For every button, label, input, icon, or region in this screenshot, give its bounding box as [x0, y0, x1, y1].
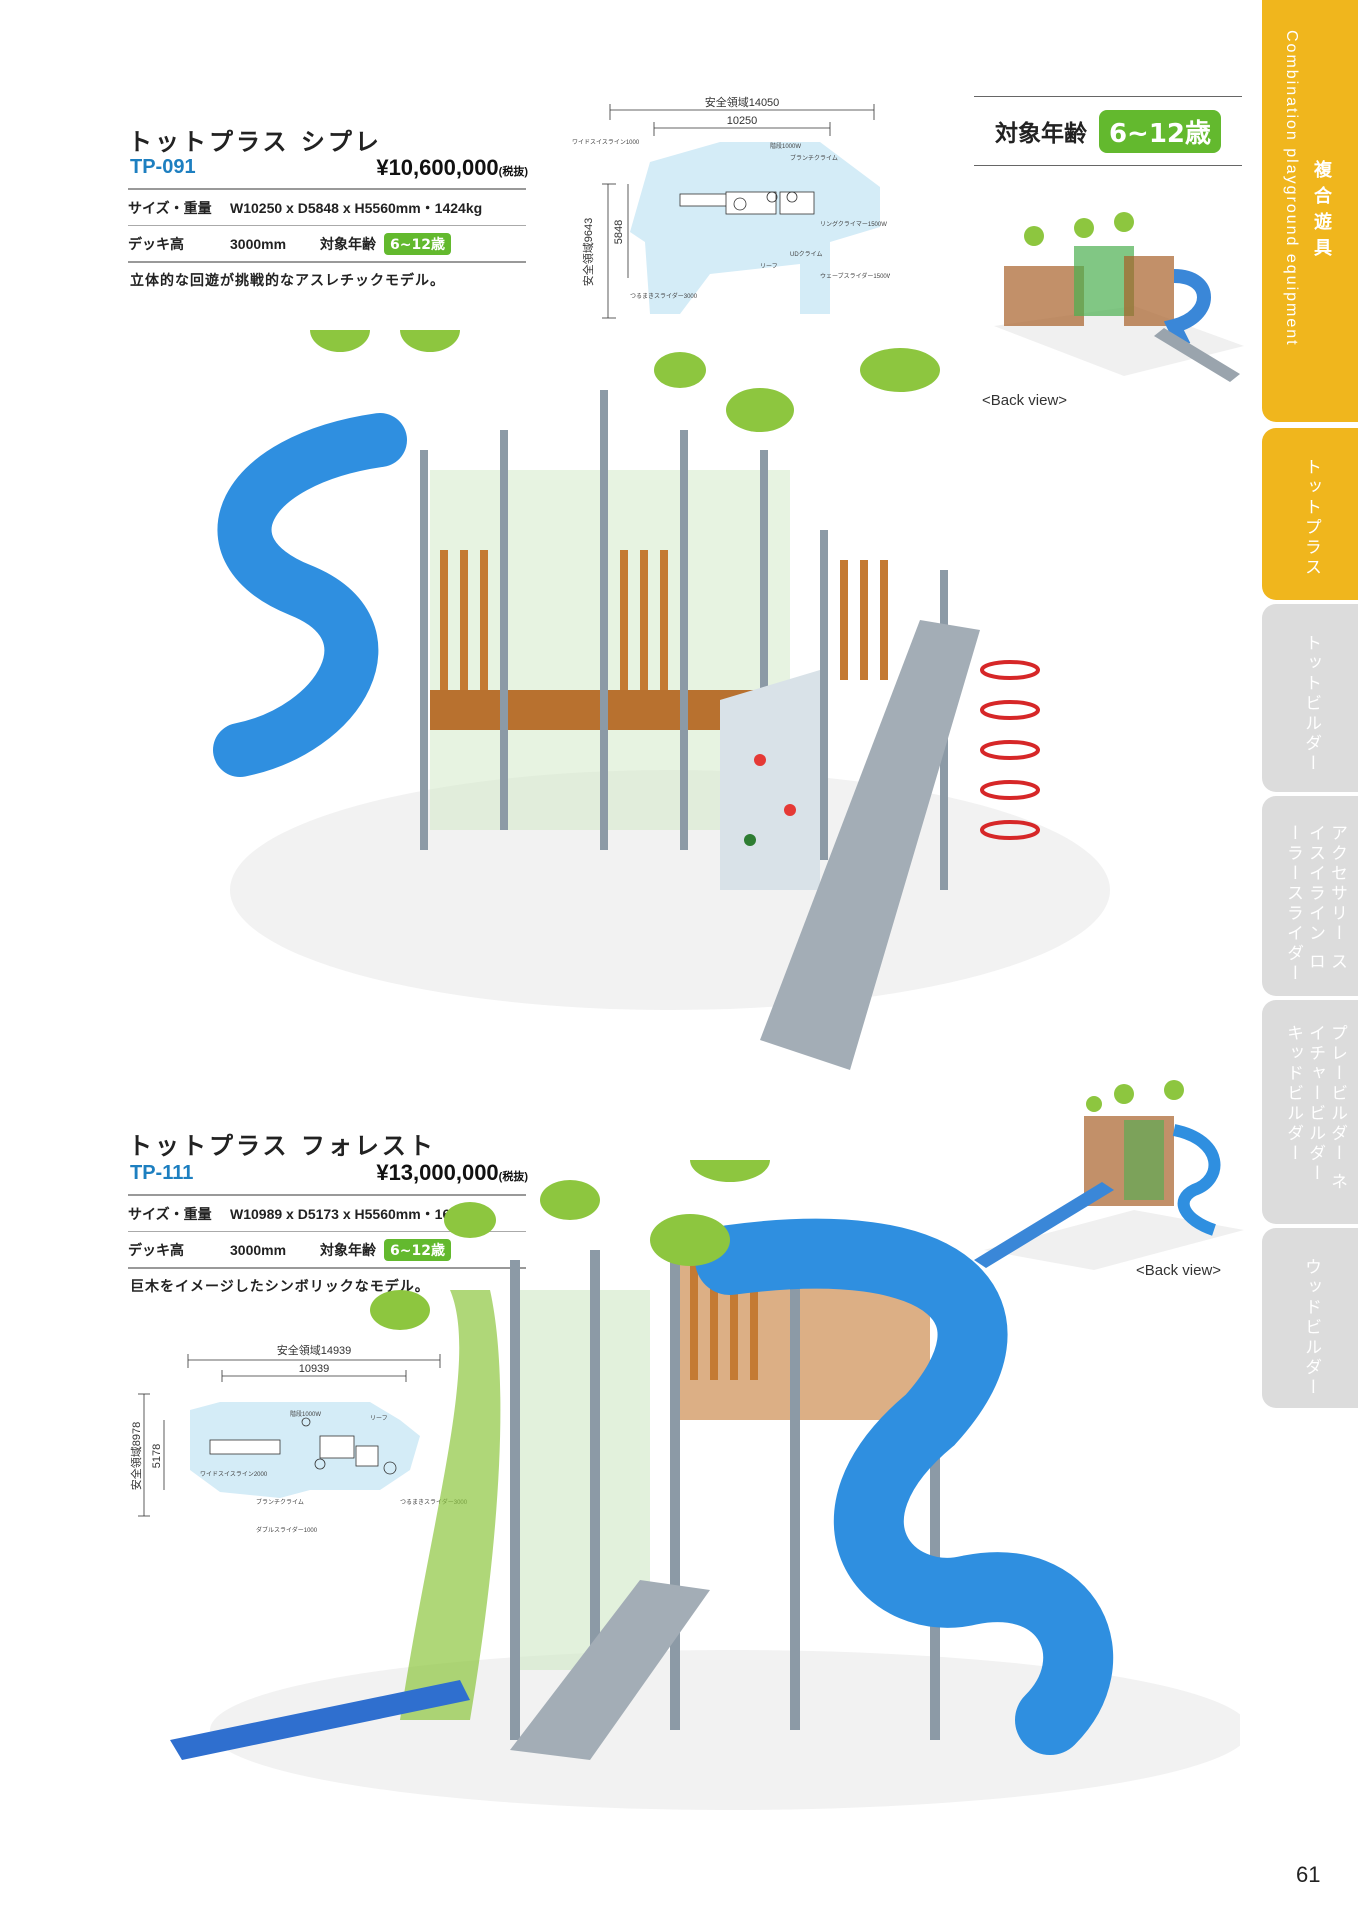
plan-outer-width: 安全領域14050 [705, 95, 780, 109]
age-badge: 6~12歳 [384, 1238, 451, 1261]
product-illustration [213, 330, 1110, 1070]
spec-row-deck: デッキ高 3000mm 対象年齢 6~12歳 [128, 1232, 526, 1269]
spec-label: 対象年齢 [320, 236, 376, 253]
tab-label: ウッドビルダー [1301, 1258, 1321, 1398]
product-illustration [170, 1160, 1240, 1810]
product-title: トットプラス フォレスト [128, 1132, 436, 1160]
product-description: 巨木をイメージしたシンボリックなモデル。 [130, 1279, 430, 1295]
tab-label: アクセサリー スイスイライン ローラースライダー [1283, 824, 1347, 984]
spec-row-size: サイズ・重量 W10250 x D5848 x H5560mm・1424kg [128, 190, 526, 226]
plan-label: 階段1000W [290, 1410, 321, 1418]
age-header: 対象年齢 6~12歳 [974, 96, 1242, 166]
tab-tottoplus[interactable]: トットプラス [1262, 428, 1358, 600]
spec-table: サイズ・重量 W10250 x D5848 x H5560mm・1424kg デ… [128, 188, 526, 263]
price-tax: (税抜) [498, 166, 528, 178]
plan-inner-depth: 5848 [613, 220, 625, 244]
spec-label: 対象年齢 [320, 1242, 376, 1259]
product-code: TP-111 [130, 1162, 194, 1184]
category-jp: 複合遊具 [1311, 160, 1332, 264]
plan-label: ウェーブスライダー1500W [820, 272, 890, 280]
product-price: ¥13,000,000(税抜) [300, 1160, 528, 1186]
plan-label: つるまきスライダー3000 [630, 292, 698, 300]
page-number: 61 [1296, 1862, 1321, 1887]
tab-tottobuilder[interactable]: トットビルダー [1262, 604, 1358, 792]
spec-value: W10250 x D5848 x H5560mm・1424kg [230, 199, 483, 216]
plan-label: リーフ [760, 263, 778, 270]
back-view-illustration [974, 1080, 1244, 1270]
tab-label: トットプラス [1301, 458, 1321, 578]
spec-label: デッキ高 [128, 236, 184, 253]
plan-label: ワイドスイスライン2000 [200, 1471, 268, 1478]
back-view-caption: <Back view> [1136, 1262, 1222, 1279]
age-badge: 6~12歳 [384, 232, 451, 255]
plan-diagram: 安全領域14050 10250 安全領域9643 5848 ワイドスイスライン1… [572, 95, 890, 319]
plan-label: つるまきスライダー3000 [400, 1498, 468, 1506]
back-view-caption: <Back view> [982, 392, 1068, 409]
spec-row-deck: デッキ高 3000mm 対象年齢 6~12歳 [128, 226, 526, 263]
plan-label: 階段1000W [770, 142, 801, 150]
plan-label: UDクライム [790, 251, 823, 258]
spec-label: デッキ高 [128, 1242, 184, 1259]
tab-label: プレービルダー ネイチャービルダー キッドビルダー [1283, 1024, 1347, 1193]
price-value: ¥10,600,000 [376, 155, 499, 180]
back-view-illustration [994, 212, 1244, 382]
spec-table: サイズ・重量 W10989 x D5173 x H5560mm・1678kg デ… [128, 1194, 526, 1269]
spec-label: サイズ・重量 [128, 200, 212, 217]
plan-inner-width: 10939 [299, 1363, 330, 1375]
price-value: ¥13,000,000 [376, 1160, 499, 1185]
plan-label: ブランチクライム [256, 1498, 304, 1506]
plan-inner-width: 10250 [727, 115, 758, 127]
spec-value: 3000mm [230, 235, 287, 252]
plan-outer-depth: 安全領域9643 [581, 218, 595, 286]
plan-label: リングクライマー1500W [820, 220, 887, 228]
plan-label: リーフ [370, 1415, 388, 1422]
plan-diagram: 安全領域14939 10939 安全領域8978 5178 階段1000W リー… [130, 1343, 468, 1534]
tab-accessory[interactable]: アクセサリー スイスイライン ローラースライダー [1262, 796, 1358, 996]
age-header-label: 対象年齢 [994, 121, 1087, 147]
spec-value: W10989 x D5173 x H5560mm・1678kg [230, 1205, 483, 1222]
category-tab: Combination playground equipment 複合遊具 [1262, 0, 1358, 422]
tab-label: トットビルダー [1301, 634, 1321, 774]
price-tax: (税抜) [498, 1171, 528, 1183]
tab-woodbuilder[interactable]: ウッドビルダー [1262, 1228, 1358, 1408]
spec-label: サイズ・重量 [128, 1206, 212, 1223]
plan-label: ワイドスイスライン1000 [572, 139, 640, 146]
spec-row-size: サイズ・重量 W10989 x D5173 x H5560mm・1678kg [128, 1196, 526, 1232]
product-price: ¥10,600,000(税抜) [300, 155, 528, 181]
product-title: トットプラス シプレ [128, 128, 382, 156]
product-code: TP-091 [130, 156, 196, 178]
plan-outer-width: 安全領域14939 [277, 1343, 352, 1357]
tab-playbuilder[interactable]: プレービルダー ネイチャービルダー キッドビルダー [1262, 1000, 1358, 1224]
plan-label: ブランチクライム [790, 154, 838, 162]
plan-outer-depth: 安全領域8978 [130, 1422, 143, 1490]
plan-label: ダブルスライダー1000 [256, 1526, 318, 1534]
age-header-badge: 6~12歳 [1098, 109, 1222, 153]
category-en: Combination playground equipment [1283, 30, 1300, 347]
plan-inner-depth: 5178 [151, 1444, 163, 1468]
spec-value: 3000mm [230, 1241, 287, 1258]
product-description: 立体的な回遊が挑戦的なアスレチックモデル。 [130, 273, 445, 289]
